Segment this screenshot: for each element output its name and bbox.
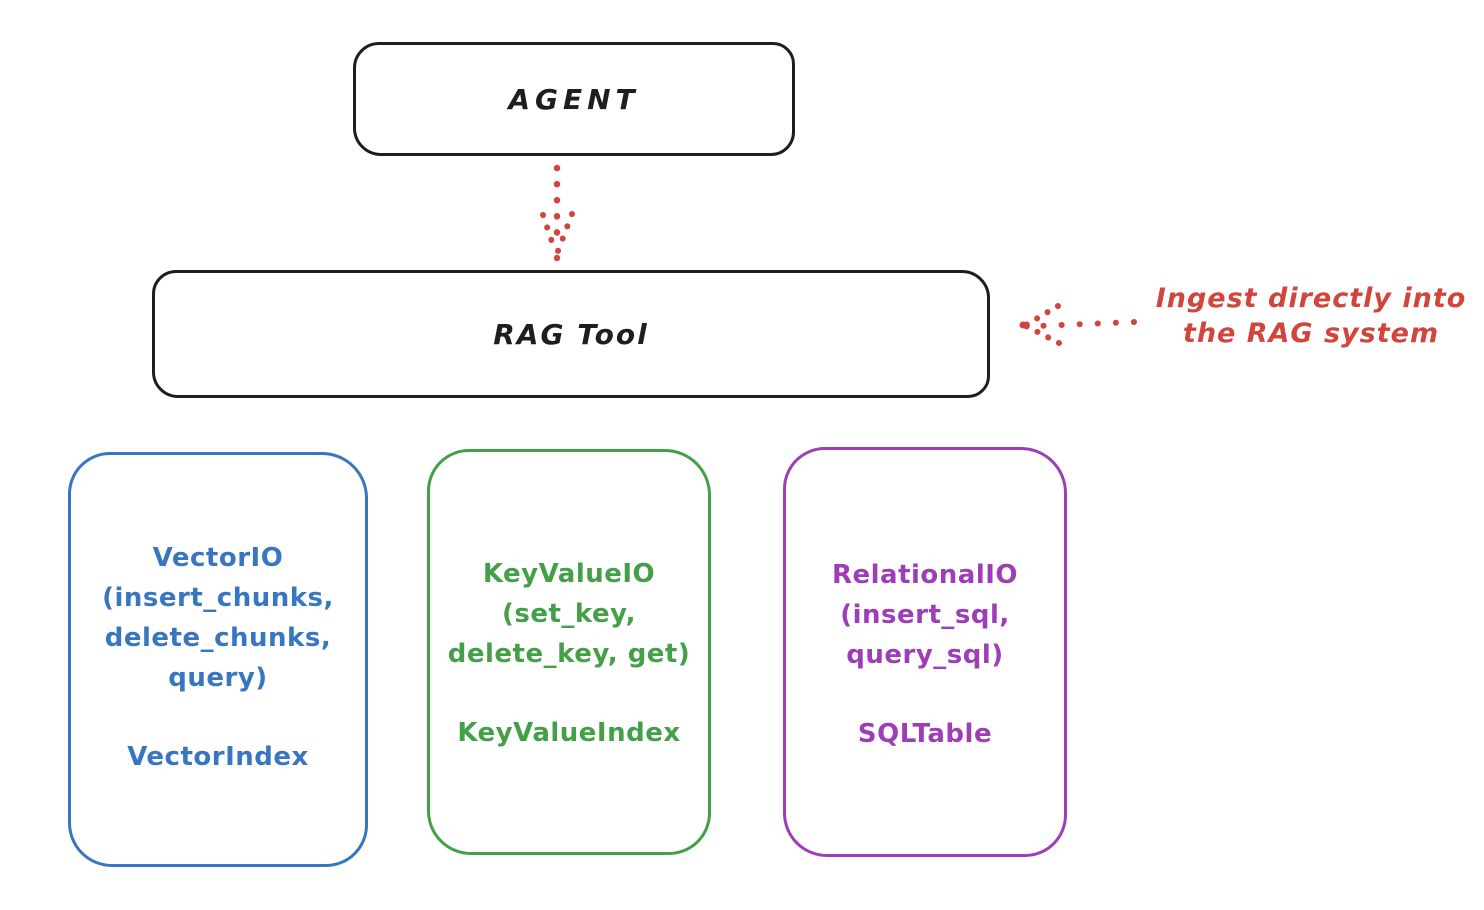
rag-tool-box: RAG Tool — [152, 270, 990, 398]
relational-io-box: RelationalIO (insert_sql, query_sql) SQL… — [783, 447, 1067, 857]
relational-io-title-line: query_sql) — [846, 640, 1004, 670]
vector-index-label: VectorIndex — [127, 742, 309, 772]
keyvalue-io-box: KeyValueIO (set_key, delete_key, get) Ke… — [427, 449, 711, 855]
agent-to-ragtool-arrow-icon — [540, 164, 575, 262]
relational-io-title-line: (insert_sql, — [840, 600, 1010, 630]
agent-label: AGENT — [508, 82, 640, 116]
vector-io-title-line: (insert_chunks, — [102, 583, 334, 613]
keyvalue-io-title-line: (set_key, — [502, 599, 636, 629]
ingest-annotation: Ingest directly into the RAG system — [1138, 281, 1484, 351]
keyvalue-io-title-line: delete_key, get) — [447, 639, 691, 669]
ingest-annotation-line1: Ingest directly into — [1155, 283, 1467, 314]
ingest-arrow-icon — [1019, 303, 1137, 346]
ingest-annotation-line2: the RAG system — [1182, 318, 1440, 349]
vector-io-title-line: delete_chunks, — [104, 623, 332, 653]
vector-io-box: VectorIO (insert_chunks, delete_chunks, … — [68, 452, 368, 867]
keyvalue-io-title-line: KeyValueIO — [482, 559, 656, 589]
sql-table-label: SQLTable — [857, 719, 993, 749]
vector-io-title-line: query) — [168, 663, 268, 693]
keyvalue-index-label: KeyValueIndex — [457, 718, 681, 748]
rag-tool-label: RAG Tool — [493, 317, 649, 351]
relational-io-title-line: RelationalIO — [831, 560, 1019, 590]
agent-box: AGENT — [353, 42, 795, 156]
vector-io-title-line: VectorIO — [152, 543, 284, 573]
